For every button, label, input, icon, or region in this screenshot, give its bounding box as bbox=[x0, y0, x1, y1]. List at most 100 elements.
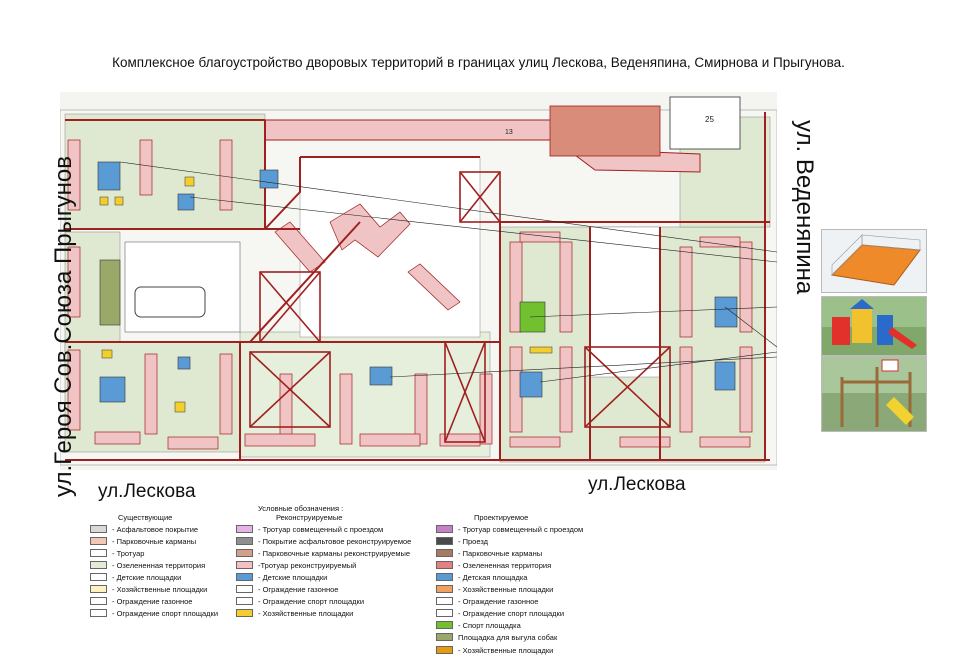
legend-label: - Спорт площадка bbox=[458, 620, 521, 630]
legend-item: - Ограждение газонное bbox=[90, 596, 192, 606]
legend-item: - Покрытие асфальтовое реконструируемое bbox=[236, 536, 411, 546]
legend-swatch bbox=[436, 537, 453, 545]
legend-item: - Ограждение спорт площадки bbox=[236, 596, 364, 606]
legend-swatch bbox=[90, 525, 107, 533]
legend-item: - Детские площадки bbox=[236, 572, 327, 582]
legend-label: - Тротуар bbox=[112, 548, 145, 558]
legend-label: - Проезд bbox=[458, 536, 488, 546]
legend-swatch bbox=[236, 597, 253, 605]
legend-column-header: Проектируемое bbox=[474, 513, 529, 522]
legend-label: - Ограждение газонное bbox=[258, 584, 339, 594]
legend-label: - Хозяйственные площадки bbox=[258, 608, 354, 618]
legend-item: - Хозяйственные площадки bbox=[90, 584, 207, 594]
legend-item: Площадка для выгула собак bbox=[436, 632, 557, 642]
legend-swatch bbox=[236, 537, 253, 545]
legend-swatch bbox=[436, 585, 453, 593]
legend-swatch bbox=[436, 633, 453, 641]
legend-swatch bbox=[436, 561, 453, 569]
street-label-bottom-left: ул.Лескова bbox=[98, 481, 196, 502]
legend-item: - Озелененная территория bbox=[90, 560, 205, 570]
legend-item: - Хозяйственные площадки bbox=[436, 584, 553, 594]
legend-column-header: Реконструируемые bbox=[276, 513, 343, 522]
legend-label: - Детские площадки bbox=[258, 572, 328, 582]
building-number: 25 bbox=[705, 115, 714, 124]
legend-label: -Тротуар реконструируемый bbox=[258, 560, 357, 570]
climbing-frame-photo bbox=[821, 356, 927, 432]
legend-swatch bbox=[236, 609, 253, 617]
legend-label: - Детские площадки bbox=[112, 572, 182, 582]
legend-swatch bbox=[90, 549, 107, 557]
street-label-bottom-right: ул.Лескова bbox=[588, 474, 686, 495]
legend-label: Площадка для выгула собак bbox=[458, 632, 558, 642]
legend-item: - Ограждение спорт площадки bbox=[436, 608, 564, 618]
legend-item: - Хозяйственные площадки bbox=[436, 645, 553, 655]
playground bbox=[177, 193, 195, 211]
legend-item: - Парковочные карманы bbox=[90, 536, 196, 546]
legend-label: - Покрытие асфальтовое реконструируемое bbox=[258, 536, 412, 546]
legend-label: - Хозяйственные площадки bbox=[458, 584, 554, 594]
building bbox=[669, 96, 741, 150]
legend-swatch bbox=[436, 549, 453, 557]
legend-swatch bbox=[236, 549, 253, 557]
legend-swatch bbox=[436, 573, 453, 581]
legend-item: -Тротуар реконструируемый bbox=[236, 560, 356, 570]
playground-photo bbox=[821, 296, 927, 356]
legend-column-header: Существующие bbox=[118, 513, 173, 522]
legend-swatch bbox=[236, 561, 253, 569]
legend-label: - Парковочные карманы bbox=[112, 536, 197, 546]
legend-label: - Хозяйственные площадки bbox=[112, 584, 208, 594]
page-title: Комплексное благоустройство дворовых тер… bbox=[112, 55, 845, 70]
legend-swatch bbox=[436, 609, 453, 617]
legend-label: - Тротуар совмещенный с проездом bbox=[258, 524, 384, 534]
legend-label: - Детская площадка bbox=[458, 572, 528, 582]
legend-swatch bbox=[236, 585, 253, 593]
playground bbox=[99, 376, 126, 403]
legend-swatch bbox=[90, 561, 107, 569]
sports-court-render bbox=[821, 229, 927, 293]
legend-swatch bbox=[236, 573, 253, 581]
legend-item: - Хозяйственные площадки bbox=[236, 608, 353, 618]
legend-swatch bbox=[236, 525, 253, 533]
legend-item: - Проезд bbox=[436, 536, 488, 546]
legend-item: - Детская площадка bbox=[436, 572, 527, 582]
legend-item: - Тротуар bbox=[90, 548, 144, 558]
dog-area bbox=[99, 259, 121, 326]
legend-label: - Ограждение спорт площадки bbox=[258, 596, 365, 606]
legend-label: - Озелененная территория bbox=[458, 560, 552, 570]
playground bbox=[714, 361, 736, 391]
legend-item: - Асфальтовое покрытие bbox=[90, 524, 198, 534]
legend-label: - Ограждение спорт площадки bbox=[112, 608, 219, 618]
legend-label: - Парковочные карманы bbox=[458, 548, 543, 558]
legend-swatch bbox=[436, 646, 453, 654]
legend-item: - Тротуар совмещенный с проездом bbox=[236, 524, 383, 534]
legend-label: - Ограждение спорт площадки bbox=[458, 608, 565, 618]
legend-item: - Спорт площадка bbox=[436, 620, 521, 630]
legend-swatch bbox=[436, 597, 453, 605]
playground bbox=[714, 296, 738, 328]
legend-swatch bbox=[90, 573, 107, 581]
playground bbox=[259, 169, 279, 189]
green-zone bbox=[64, 113, 266, 230]
legend-heading: Условные обозначения : bbox=[258, 504, 344, 513]
legend-item: - Детские площадки bbox=[90, 572, 181, 582]
playground bbox=[97, 161, 121, 191]
building-number: 13 bbox=[505, 129, 513, 136]
legend-label: - Ограждение газонное bbox=[458, 596, 539, 606]
legend-item: - Парковочные карманы bbox=[436, 548, 542, 558]
legend: Условные обозначения : Существующие - Ас… bbox=[0, 500, 957, 671]
street-label-left: ул.Героя Сов.Союза Прыгунов bbox=[50, 156, 77, 497]
legend-item: - Ограждение газонное bbox=[236, 584, 338, 594]
legend-label: - Парковочные карманы реконструируемые bbox=[258, 548, 411, 558]
legend-item: - Тротуар совмещенный с проездом bbox=[436, 524, 583, 534]
legend-item: - Озелененная территория bbox=[436, 560, 551, 570]
site-plan-drawing: 25 13 bbox=[59, 96, 778, 466]
legend-label: - Тротуар совмещенный с проездом bbox=[458, 524, 584, 534]
playground bbox=[519, 371, 543, 398]
legend-swatch bbox=[90, 609, 107, 617]
legend-item: - Ограждение газонное bbox=[436, 596, 538, 606]
legend-swatch bbox=[436, 621, 453, 629]
legend-swatch bbox=[90, 585, 107, 593]
legend-label: - Озелененная территория bbox=[112, 560, 206, 570]
legend-item: - Ограждение спорт площадки bbox=[90, 608, 218, 618]
legend-swatch bbox=[90, 537, 107, 545]
